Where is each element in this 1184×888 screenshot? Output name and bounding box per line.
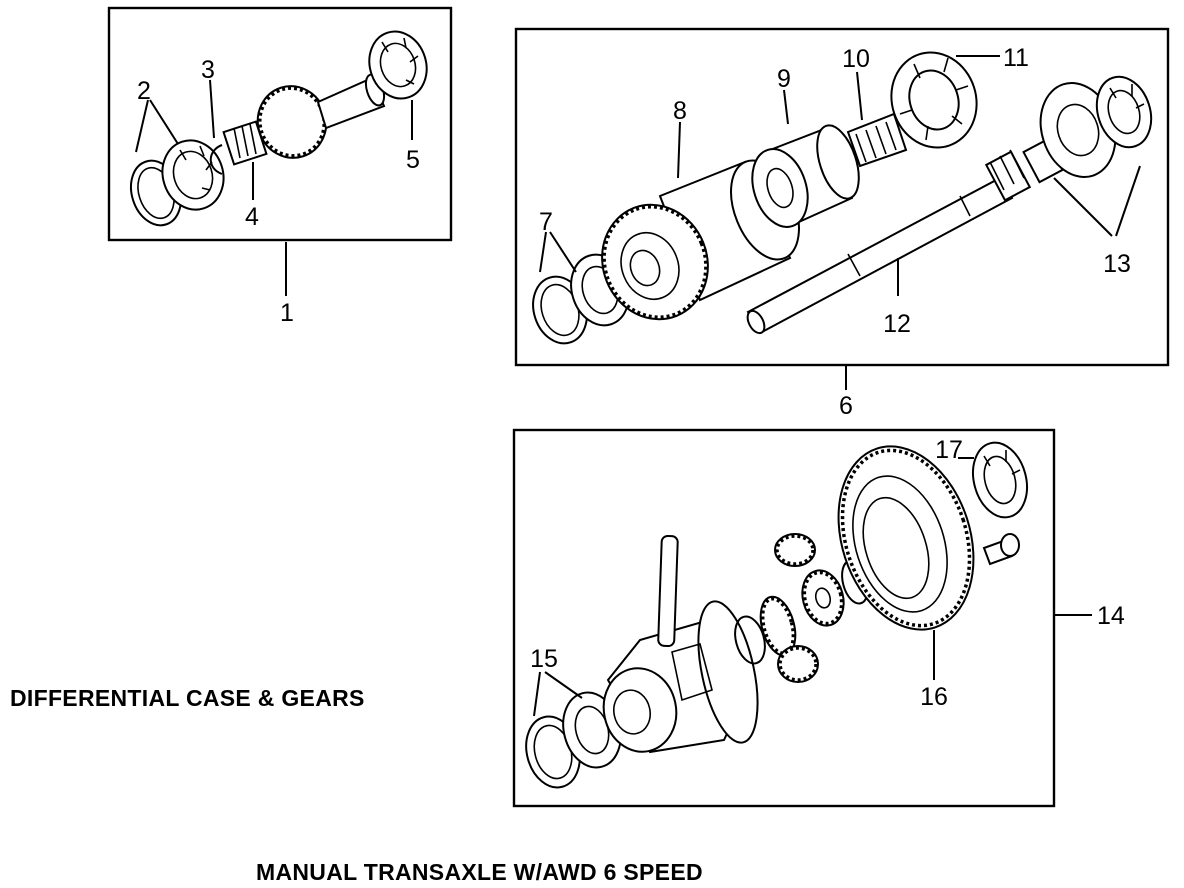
part-sleeve-9 (751, 124, 860, 228)
section-title: DIFFERENTIAL CASE & GEARS (10, 685, 365, 711)
part-side-gear (759, 595, 797, 657)
callout-9: 9 (777, 65, 791, 93)
part-bearing-2 (161, 139, 225, 211)
callout-5: 5 (406, 146, 420, 174)
part-ring-gear-bolt (982, 533, 1020, 566)
callout-14: 14 (1097, 602, 1125, 630)
part-pinion-10 (846, 112, 908, 168)
callout-7: 7 (539, 208, 553, 236)
callout-11: 11 (1003, 44, 1029, 72)
part-bearing-5 (368, 30, 428, 100)
part-side-gear-b (801, 569, 845, 627)
callout-1: 1 (280, 299, 294, 327)
part-drive-gear-shaft (256, 73, 386, 159)
callout-4: 4 (245, 203, 259, 231)
callout-17: 17 (935, 436, 963, 464)
part-bearing-17 (972, 441, 1028, 519)
callout-6: 6 (839, 392, 853, 420)
group-box-14 (512, 428, 1056, 808)
callout-10: 10 (842, 45, 870, 73)
part-ring-gear-16 (837, 445, 975, 631)
part-output-shaft-12 (746, 138, 1064, 335)
part-bearing-13b (1095, 75, 1153, 149)
leaders-group-1 (135, 79, 413, 296)
part-differential-case (602, 534, 759, 754)
leaders-group-6 (539, 55, 1141, 390)
callout-16: 16 (920, 683, 948, 711)
callout-12: 12 (883, 310, 911, 338)
part-pinion-gear-a (774, 533, 816, 567)
group-box-1 (107, 6, 453, 242)
part-snap-ring-3 (209, 144, 223, 175)
part-clutch-hub-11 (890, 51, 978, 149)
callout-15: 15 (530, 645, 558, 673)
part-needle-bearing-4 (222, 120, 268, 166)
callout-8: 8 (673, 97, 687, 125)
part-pinion-gear-b (777, 645, 819, 683)
model-title: MANUAL TRANSAXLE W/AWD 6 SPEED (256, 859, 703, 885)
leaders-group-14 (533, 457, 1092, 717)
callout-13: 13 (1103, 250, 1131, 278)
group-box-6 (514, 27, 1170, 367)
callout-2: 2 (137, 77, 151, 105)
callout-3: 3 (201, 56, 215, 84)
